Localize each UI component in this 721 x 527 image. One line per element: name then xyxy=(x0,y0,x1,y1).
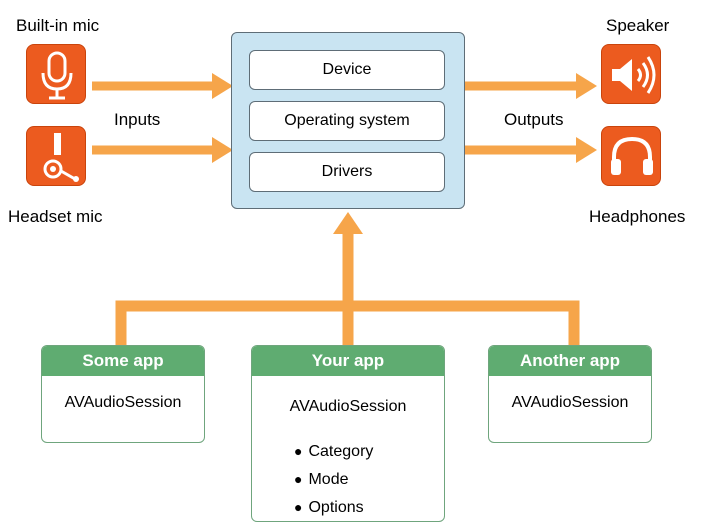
app-session-another-app: AVAudioSession xyxy=(511,394,629,411)
headphones-label: Headphones xyxy=(589,207,686,226)
layer-device: Device xyxy=(249,50,445,90)
headphones-icon xyxy=(611,136,653,175)
arrowhead-builtin-mic xyxy=(212,73,233,99)
app-session-some-app: AVAudioSession xyxy=(64,394,182,411)
builtin-mic-tile xyxy=(26,44,86,104)
speaker-label: Speaker xyxy=(606,16,670,35)
layer-operating-system: Operating system xyxy=(249,101,445,141)
audio-core-stack: Device Operating system Drivers xyxy=(231,32,465,209)
arrowhead-headphones xyxy=(576,137,597,163)
arrowhead-core xyxy=(333,212,363,234)
outputs-label: Outputs xyxy=(504,110,564,129)
arrowhead-headset-mic xyxy=(212,137,233,163)
app-title-your-app: Your app xyxy=(252,346,444,376)
layer-drivers: Drivers xyxy=(249,152,445,192)
builtin-mic-label: Built-in mic xyxy=(16,16,100,35)
app-title-another-app: Another app xyxy=(489,346,651,376)
session-settings-list: Category Mode Options xyxy=(294,440,373,521)
microphone-icon xyxy=(41,51,73,100)
app-session-your-app: AVAudioSession xyxy=(289,398,407,415)
headset-mic-tile xyxy=(26,126,86,186)
speaker-tile xyxy=(601,44,661,104)
app-box-some-app: Some app AVAudioSession xyxy=(41,345,205,443)
app-box-your-app: Your app AVAudioSession Category Mode Op… xyxy=(251,345,445,522)
arrowhead-speaker xyxy=(576,73,597,99)
session-setting-mode: Mode xyxy=(294,468,373,496)
app-box-another-app: Another app AVAudioSession xyxy=(488,345,652,443)
session-setting-options: Options xyxy=(294,496,373,521)
headset-mic-label: Headset mic xyxy=(8,207,103,226)
session-setting-category: Category xyxy=(294,440,373,468)
inputs-label: Inputs xyxy=(114,110,161,129)
speaker-icon xyxy=(612,56,656,94)
headset-mic-icon xyxy=(43,133,79,182)
app-title-some-app: Some app xyxy=(42,346,204,376)
headphones-tile xyxy=(601,126,661,186)
